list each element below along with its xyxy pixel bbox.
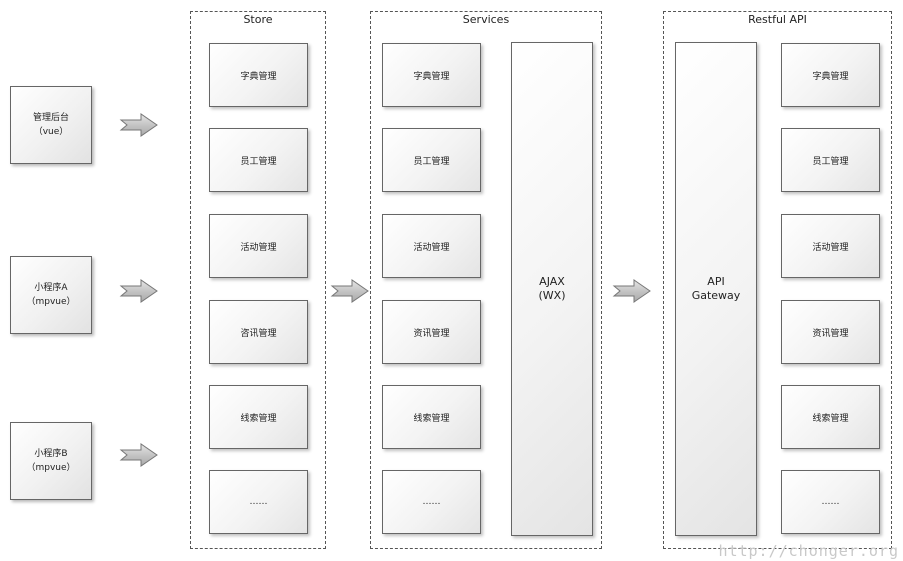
api-module: 资讯管理 — [781, 300, 880, 364]
arrow-icon-client-b — [119, 443, 158, 467]
arrow-icon-client-admin — [119, 113, 158, 137]
ajax-sublabel: (WX) — [538, 289, 566, 302]
api-module: 活动管理 — [781, 214, 880, 278]
store-module: …… — [209, 470, 308, 534]
arrow-icon-services-to-api — [612, 279, 651, 303]
api-module: 员工管理 — [781, 128, 880, 192]
client-miniprogram-b-name: 小程序B — [34, 449, 68, 459]
arrow-icon-store-to-services — [330, 279, 369, 303]
services-group: Services — [370, 11, 602, 549]
services-title: Services — [462, 13, 510, 26]
arrow-icon-client-a — [119, 279, 158, 303]
ajax-block: AJAX (WX) — [511, 42, 593, 536]
services-module: 活动管理 — [382, 214, 481, 278]
client-miniprogram-a-name: 小程序A — [34, 283, 68, 293]
store-title: Store — [243, 13, 273, 26]
services-module: 线索管理 — [382, 385, 481, 449]
store-module: 字典管理 — [209, 43, 308, 107]
client-miniprogram-a: 小程序A （mpvue） — [10, 256, 92, 334]
client-admin-tech: （vue） — [33, 127, 69, 137]
api-group: Restful API — [663, 11, 892, 549]
api-module: 线索管理 — [781, 385, 880, 449]
services-module: 员工管理 — [382, 128, 481, 192]
client-admin-name: 管理后台 — [32, 113, 69, 123]
store-module: 员工管理 — [209, 128, 308, 192]
gateway-label: API — [707, 275, 725, 288]
api-module: 字典管理 — [781, 43, 880, 107]
ajax-label: AJAX — [539, 275, 565, 288]
api-module: …… — [781, 470, 880, 534]
client-miniprogram-b-tech: （mpvue） — [26, 463, 76, 473]
store-module: 咨讯管理 — [209, 300, 308, 364]
services-module: 资讯管理 — [382, 300, 481, 364]
store-module: 活动管理 — [209, 214, 308, 278]
services-module: …… — [382, 470, 481, 534]
store-module: 线索管理 — [209, 385, 308, 449]
watermark: http://chonger.org — [718, 542, 899, 560]
gateway-sublabel: Gateway — [691, 289, 741, 302]
api-gateway-block: API Gateway — [675, 42, 757, 536]
services-module: 字典管理 — [382, 43, 481, 107]
client-miniprogram-b: 小程序B （mpvue） — [10, 422, 92, 500]
client-miniprogram-a-tech: （mpvue） — [26, 297, 76, 307]
client-admin: 管理后台 （vue） — [10, 86, 92, 164]
api-title: Restful API — [748, 13, 807, 26]
store-group: Store — [190, 11, 326, 549]
